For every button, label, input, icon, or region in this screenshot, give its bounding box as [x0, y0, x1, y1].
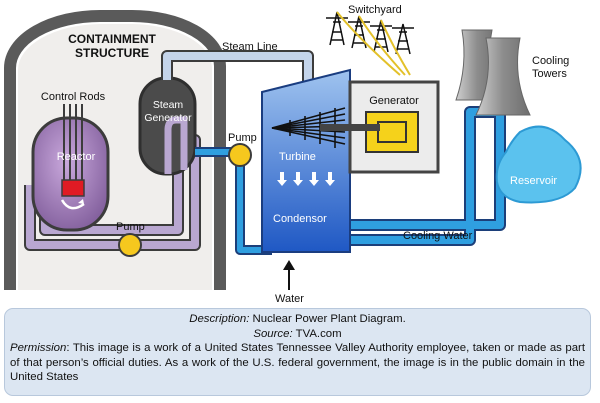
reactor-core [61, 179, 85, 197]
label-structure: STRUCTURE [75, 46, 149, 60]
pump-right [228, 143, 252, 167]
label-steam-generator: Generator [144, 112, 192, 124]
caption-description: Description: Nuclear Power Plant Diagram… [189, 313, 406, 325]
label-steam: Steam [153, 99, 184, 111]
cooling-tower-front [475, 37, 531, 116]
power-lines [336, 11, 411, 76]
label-water: Water [275, 293, 304, 305]
label-pump-left: Pump [116, 221, 145, 233]
turbine [261, 68, 351, 253]
generator-unit [365, 111, 419, 153]
reservoir [495, 125, 582, 204]
pump-left [118, 233, 142, 257]
control-rods [63, 104, 83, 190]
label-towers: Towers [532, 68, 567, 80]
label-reservoir: Reservoir [510, 175, 557, 187]
caption-permission: Permission: This image is a work of a Un… [10, 342, 585, 384]
label-control-rods: Control Rods [41, 91, 106, 103]
label-containment: CONTAINMENT [68, 32, 156, 46]
nuclear-plant-diagram: CONTAINMENT STRUCTURE Control Rods React… [3, 4, 582, 305]
label-steam-line: Steam Line [222, 41, 278, 53]
turbine-shaft [320, 124, 380, 131]
caption-box: Description: Nuclear Power Plant Diagram… [4, 308, 591, 396]
water-inlet-arrow [283, 260, 295, 290]
label-generator: Generator [369, 95, 419, 107]
label-switchyard: Switchyard [348, 4, 402, 16]
containment-structure [3, 10, 226, 290]
label-reactor: Reactor [57, 151, 96, 163]
label-condensor: Condensor [273, 213, 327, 225]
caption-source: Source: TVA.com [253, 327, 342, 340]
label-cooling-water: Cooling Water [403, 230, 473, 242]
flow-arrows [277, 172, 335, 186]
label-cooling: Cooling [532, 55, 569, 67]
label-turbine: Turbine [279, 151, 316, 163]
label-pump-right: Pump [228, 132, 257, 144]
